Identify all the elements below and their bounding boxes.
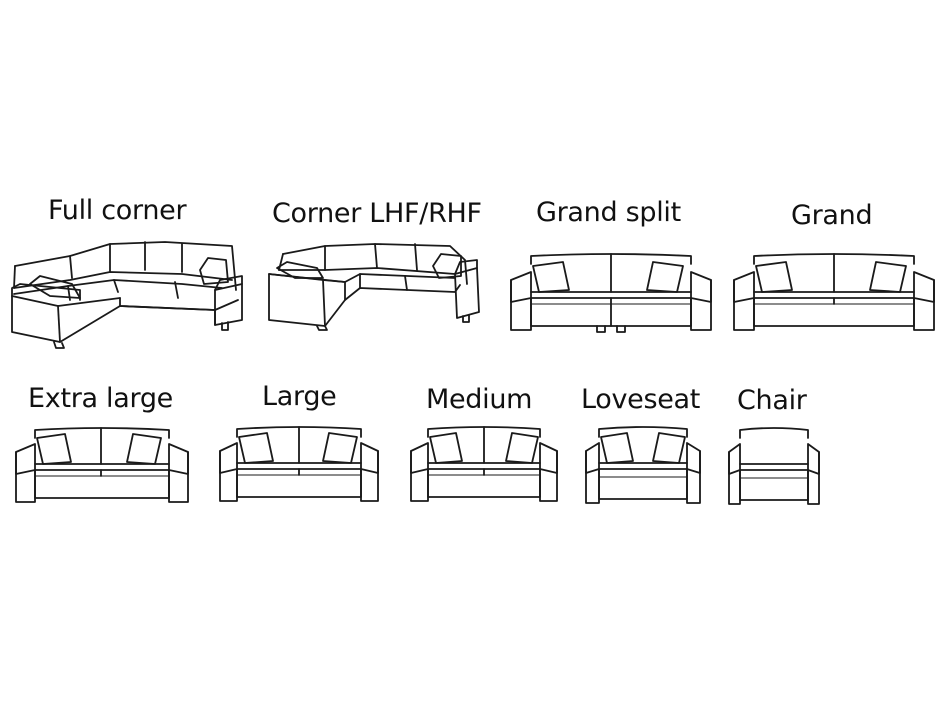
armchair-icon	[726, 426, 822, 508]
full-corner-sofa-icon	[10, 240, 245, 345]
size-label-extra-large: Extra large	[28, 385, 173, 412]
size-label-grand: Grand	[791, 202, 872, 229]
medium-sofa-icon	[408, 425, 560, 505]
size-label-corner-lhf-rhf: Corner LHF/RHF	[272, 200, 482, 227]
corner-lhf-rhf-sofa-icon	[265, 240, 480, 332]
grand-split-sofa-icon	[505, 252, 717, 334]
size-label-large: Large	[262, 383, 336, 410]
large-sofa-icon	[217, 425, 381, 505]
extra-large-sofa-icon	[13, 426, 191, 506]
size-label-chair: Chair	[737, 387, 807, 414]
loveseat-sofa-icon	[583, 425, 703, 507]
size-label-medium: Medium	[426, 386, 532, 413]
size-label-loveseat: Loveseat	[581, 386, 700, 413]
size-label-full-corner: Full corner	[48, 197, 186, 224]
size-label-grand-split: Grand split	[536, 199, 681, 226]
grand-sofa-icon	[730, 252, 938, 334]
